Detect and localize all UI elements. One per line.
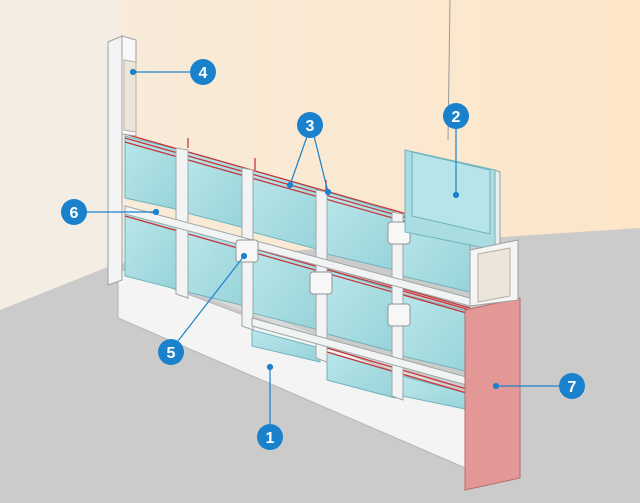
right-pillar xyxy=(464,239,521,491)
callout-3: 3 xyxy=(297,112,323,138)
callout-5-label: 5 xyxy=(167,345,176,362)
glass-block xyxy=(251,329,321,363)
callout-4: 4 xyxy=(190,59,216,85)
callout-2: 2 xyxy=(443,103,469,129)
callout-5: 5 xyxy=(158,339,184,365)
callout-3-label: 3 xyxy=(306,118,315,135)
insulation-fill xyxy=(123,59,137,133)
callout-1: 1 xyxy=(257,424,283,450)
left-post xyxy=(107,35,137,286)
pillar-insulation xyxy=(477,247,511,303)
callout-7-label: 7 xyxy=(568,379,577,396)
callout-6: 6 xyxy=(61,199,87,225)
left-wall xyxy=(0,0,120,310)
callout-7: 7 xyxy=(559,373,585,399)
callout-2-label: 2 xyxy=(452,109,461,126)
callout-1-label: 1 xyxy=(266,430,275,447)
callout-6-label: 6 xyxy=(70,205,79,222)
glass-block-stack xyxy=(404,149,501,251)
callout-4-label: 4 xyxy=(199,65,208,82)
